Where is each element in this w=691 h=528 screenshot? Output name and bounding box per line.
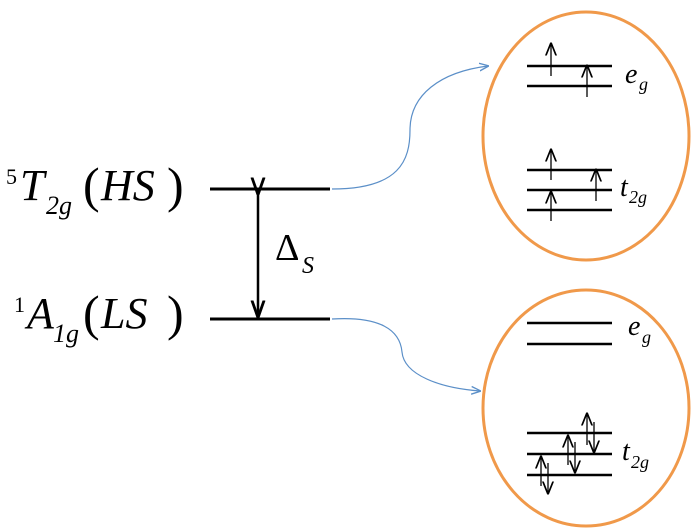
hs-spin-label: HS [100,161,155,210]
hs-t2g-base: t [620,172,629,203]
energy-gap-label: Δ S [275,227,314,279]
hs-open-paren: ( [83,157,100,213]
ls-state-label: 1 A 1g ( LS ) [14,285,184,348]
ls-spin-label: LS [100,289,147,338]
ls-t2g-base: t [622,436,631,467]
hs-connector-arrow [331,66,488,190]
hs-close-paren: ) [167,157,184,213]
hs-eg-label: e g [625,59,648,94]
ls-t2g-label: t 2g [622,436,649,472]
ls-superscript: 1 [14,292,25,317]
hs-superscript: 5 [6,164,17,189]
ls-eg-label: e g [628,311,651,347]
hs-state-label: 5 T 2g ( HS ) [6,157,184,220]
ls-term-subscript: 1g [53,319,79,348]
hs-t2g-label: t 2g [620,172,647,207]
ls-term-symbol: A [24,289,55,338]
ls-close-paren: ) [167,285,184,341]
hs-term-symbol: T [20,161,48,210]
ls-open-paren: ( [83,285,100,341]
hs-eg-sub: g [639,74,648,94]
hs-eg-base: e [625,59,637,90]
hs-orbital-circle [481,10,691,262]
ls-connector-arrow [331,318,480,391]
delta-symbol: Δ [275,227,299,269]
delta-subscript: S [302,253,314,279]
ls-eg-base: e [628,311,640,342]
hs-t2g-sub: 2g [629,187,647,207]
hs-term-subscript: 2g [46,191,72,220]
ls-orbital-circle [481,288,691,528]
ls-eg-sub: g [642,327,651,347]
ls-t2g-sub: 2g [631,452,649,472]
